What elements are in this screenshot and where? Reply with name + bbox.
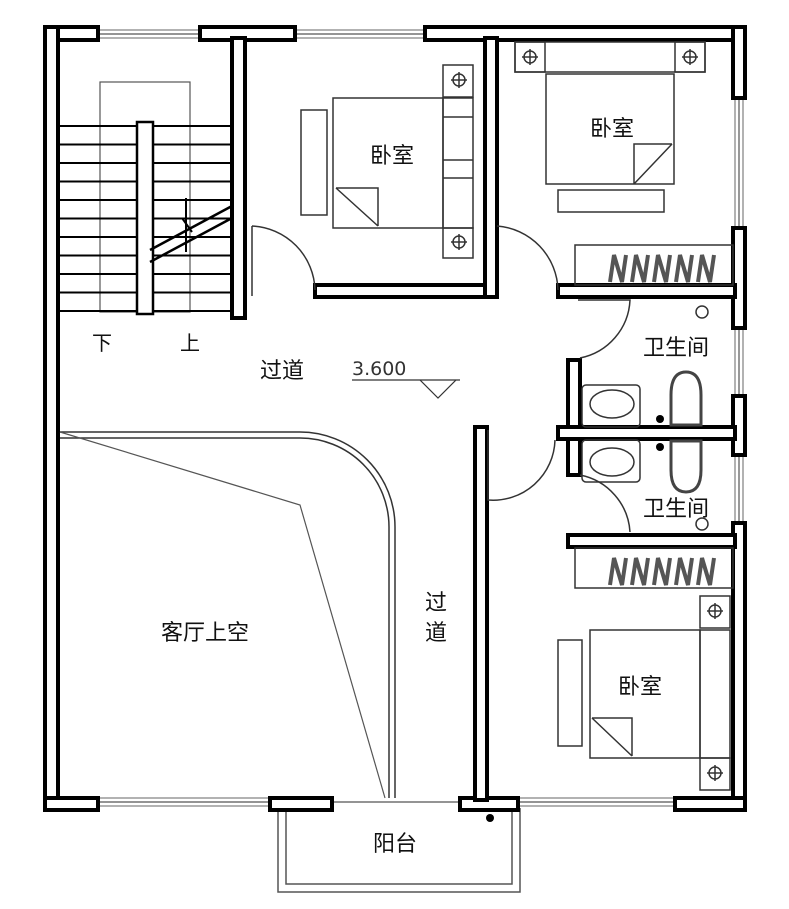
drain-icon bbox=[486, 814, 494, 822]
lamp-icon bbox=[451, 234, 467, 250]
desk bbox=[557, 189, 665, 213]
room-label-bedroom-1: 卧室 bbox=[370, 144, 414, 169]
staircase bbox=[58, 81, 233, 316]
sink-icon bbox=[581, 439, 641, 483]
window-stair bbox=[97, 29, 203, 39]
stair-up-label: 上 bbox=[180, 331, 200, 355]
hangers-icon bbox=[608, 557, 716, 586]
lamp-icon bbox=[682, 49, 698, 65]
toilet-icon bbox=[669, 439, 703, 494]
door-swing bbox=[579, 474, 631, 533]
lamp-icon bbox=[451, 72, 467, 88]
nightstand bbox=[442, 227, 474, 259]
lamp-icon bbox=[707, 603, 723, 619]
closet bbox=[574, 244, 734, 286]
lamp-icon bbox=[707, 765, 723, 781]
room-label-living-void: 客厅上空 bbox=[161, 621, 249, 646]
stair-down-label: 下 bbox=[92, 331, 112, 355]
bathroom-fixtures bbox=[487, 299, 709, 533]
floor-drain-icon bbox=[656, 415, 664, 423]
bedroom-3-furniture bbox=[557, 547, 734, 791]
wardrobe bbox=[300, 109, 328, 216]
hangers-icon bbox=[608, 254, 716, 283]
bed bbox=[545, 73, 675, 185]
elevation-label: 3.600 bbox=[352, 358, 406, 380]
wardrobe bbox=[557, 639, 583, 747]
window-right-2 bbox=[734, 327, 744, 397]
stair-handrail bbox=[135, 120, 155, 316]
room-label-corridor-vertical-1: 过 bbox=[425, 591, 447, 616]
walls bbox=[43, 25, 747, 812]
balcony-outline bbox=[277, 801, 521, 893]
window-right-1 bbox=[734, 97, 744, 229]
bedroom-1-furniture bbox=[251, 64, 474, 296]
window-bottom-right bbox=[517, 797, 676, 807]
closet bbox=[574, 547, 734, 589]
door-swing bbox=[578, 299, 631, 359]
room-label-bedroom-3: 卧室 bbox=[618, 675, 662, 700]
window-bottom-left bbox=[97, 797, 271, 807]
lamp-icon bbox=[522, 49, 538, 65]
door-swing bbox=[251, 225, 316, 296]
room-label-bathroom-1: 卫生间 bbox=[643, 336, 709, 361]
room-label-corridor-vertical-2: 道 bbox=[425, 621, 447, 646]
door-swing bbox=[496, 225, 559, 291]
door-swing bbox=[487, 430, 556, 501]
room-label-balcony: 阳台 bbox=[373, 832, 417, 857]
break-line-icon bbox=[181, 198, 193, 252]
room-label-corridor: 过道 bbox=[260, 359, 304, 384]
room-label-bedroom-2: 卧室 bbox=[590, 117, 634, 142]
window-bedroom-1 bbox=[294, 29, 428, 39]
elevation-marker: 3.600 bbox=[352, 358, 460, 399]
room-label-bathroom-2: 卫生间 bbox=[643, 497, 709, 522]
window-right-3 bbox=[734, 454, 744, 524]
shower-icon bbox=[695, 305, 709, 531]
nightstand bbox=[442, 64, 474, 98]
floor-drain-icon bbox=[656, 443, 664, 451]
living-void-outline bbox=[59, 431, 396, 799]
toilet-icon bbox=[669, 370, 703, 427]
bedroom-2-furniture bbox=[496, 41, 734, 291]
sink-icon bbox=[581, 384, 641, 428]
